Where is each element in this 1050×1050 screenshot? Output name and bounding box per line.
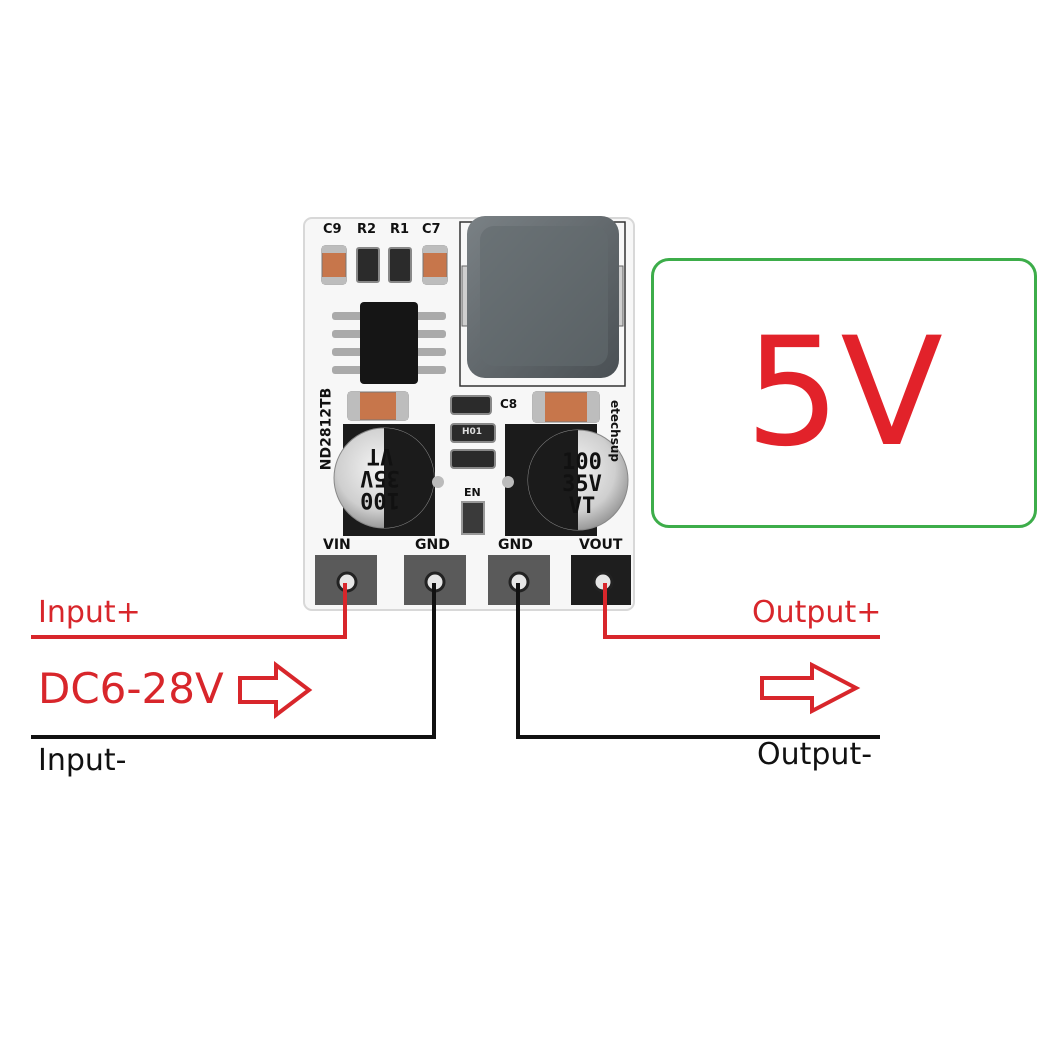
smd-r1 — [388, 247, 412, 283]
wiring — [31, 583, 880, 739]
pin-label-gnd2: GND — [498, 537, 533, 553]
wire-output-plus — [603, 583, 880, 639]
en-pad — [461, 501, 485, 535]
cap-right-marking: 100 35V VT — [546, 452, 618, 518]
pcb-board — [303, 216, 635, 611]
label-input-plus: Input+ — [38, 595, 141, 630]
label-input-range: DC6-28V — [38, 664, 224, 713]
capacitor-left — [333, 424, 444, 536]
inductor — [459, 216, 626, 387]
smd-lower — [450, 449, 496, 469]
smd-r2 — [356, 247, 380, 283]
cap-right-line1: 100 — [562, 450, 602, 475]
cap-right-line3: VT — [568, 494, 596, 519]
label-output-minus: Output- — [757, 737, 873, 772]
silk-c7: C7 — [422, 222, 441, 237]
cap-left-line2: 35V — [360, 465, 400, 490]
label-output-plus: Output+ — [752, 595, 882, 630]
silk-r2: R2 — [357, 222, 377, 237]
wire-input-minus — [31, 583, 436, 739]
wire-output-minus — [516, 583, 880, 739]
pin-label-vin: VIN — [323, 537, 351, 553]
wire-input-plus — [31, 583, 347, 639]
silk-r1: R1 — [390, 222, 410, 237]
cap-left-line1: 100 — [360, 487, 400, 512]
silk-c8: C8 — [500, 397, 518, 411]
pin-label-gnd1: GND — [415, 537, 450, 553]
ic-chip — [332, 302, 446, 384]
cap-left-marking: 100 35V VT — [340, 443, 420, 512]
voltage-badge: 5V — [651, 258, 1037, 528]
smd-h01 — [450, 423, 496, 443]
silk-h01: H01 — [462, 427, 483, 437]
cap-left-line3: VT — [366, 443, 394, 468]
pin-label-vout: VOUT — [579, 537, 623, 553]
label-input-minus: Input- — [38, 743, 127, 778]
cap-right-line2: 35V — [562, 472, 602, 497]
capacitor-right — [502, 424, 629, 536]
silk-en: EN — [464, 486, 481, 499]
output-arrow — [760, 661, 861, 715]
smd-c8-part — [450, 395, 492, 415]
silk-model: ND2812TB — [318, 387, 335, 471]
voltage-badge-text: 5V — [744, 306, 944, 480]
silk-c9: C9 — [323, 222, 342, 237]
input-arrow — [238, 660, 313, 720]
